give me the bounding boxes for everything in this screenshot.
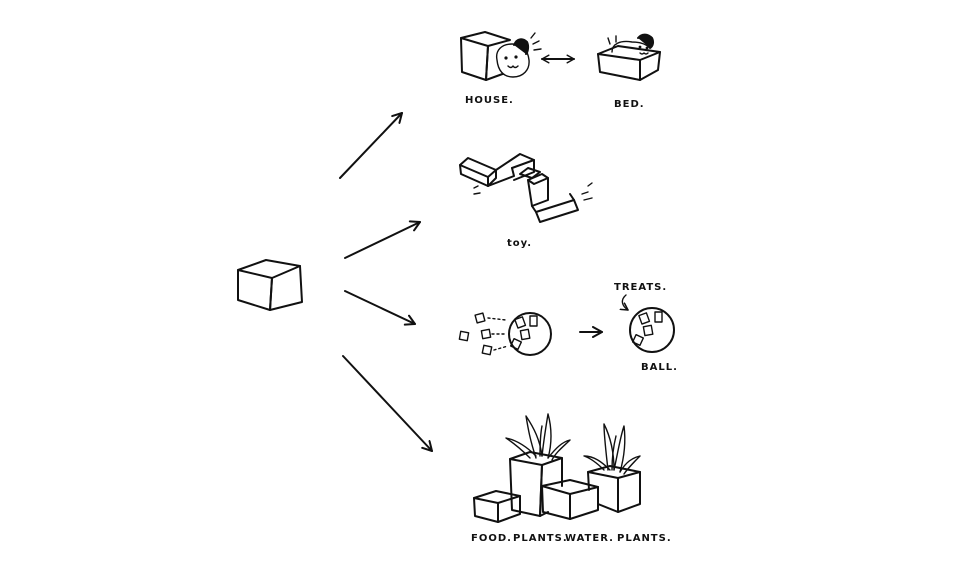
label-water: WATER. — [565, 533, 614, 544]
label-bed: BED. — [614, 99, 645, 110]
arrow-to-garden — [342, 355, 433, 452]
label-plants-2: PLANTS. — [617, 533, 672, 544]
label-ball: BALL. — [641, 362, 678, 373]
label-food: FOOD. — [471, 533, 512, 544]
house-icon — [460, 31, 542, 81]
label-house: HOUSE. — [465, 95, 514, 106]
food-box-icon — [473, 490, 521, 523]
ball-icon — [629, 307, 675, 353]
treats-pointer — [619, 294, 629, 311]
label-toy: toy. — [507, 238, 532, 249]
toy-tunnel-icon — [459, 153, 593, 223]
arrow-to-toy — [344, 220, 421, 259]
plant-pot-1-icon — [505, 413, 571, 517]
label-treats: TREATS. — [614, 282, 667, 293]
arrow-to-house — [339, 112, 403, 179]
bed-icon — [597, 33, 661, 81]
ball-making-icon — [458, 312, 552, 356]
plant-pot-2-icon — [583, 423, 641, 513]
arrow-to-ball — [344, 290, 416, 326]
label-plants-1: PLANTS. — [513, 533, 568, 544]
source-box-icon — [237, 259, 303, 311]
